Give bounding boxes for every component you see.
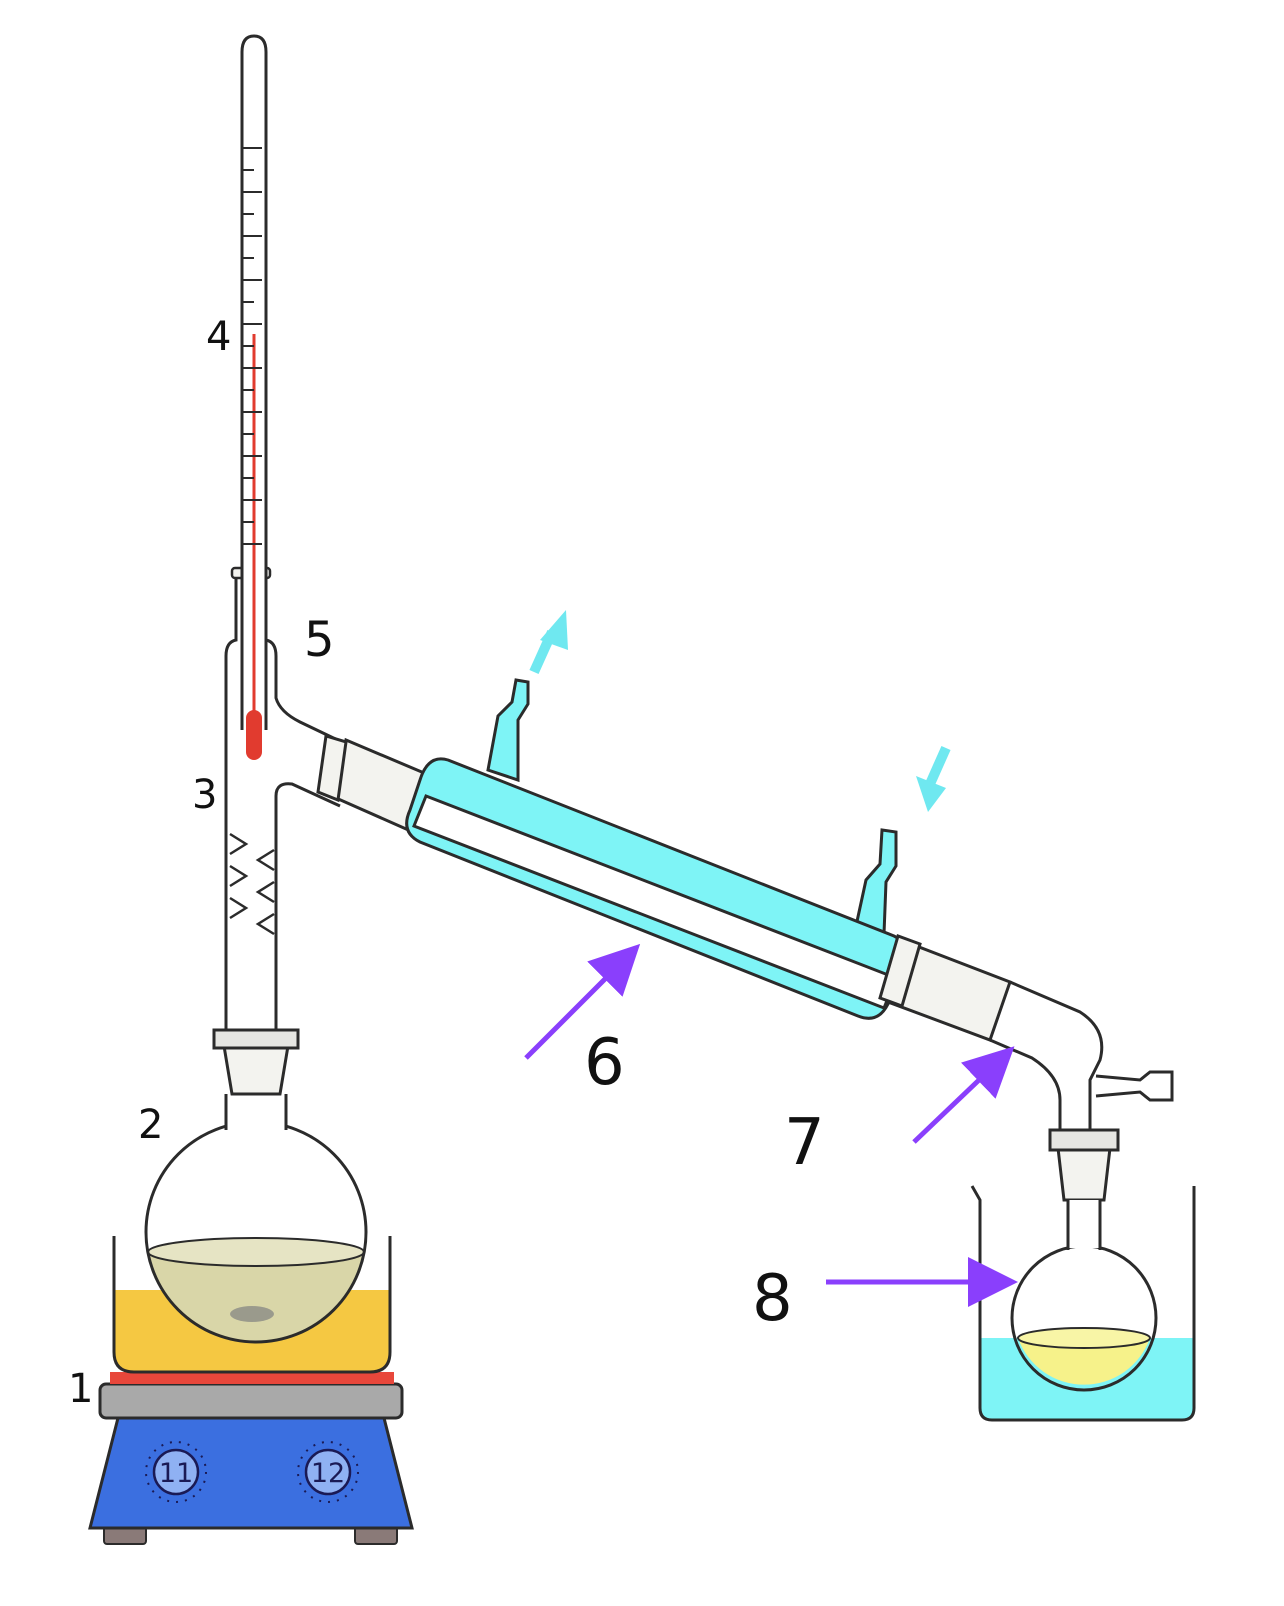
label-vacuum-adapter: 7 [784,1106,825,1180]
label-still-pot: 2 [138,1102,163,1148]
stir-bar [230,1306,274,1322]
heat-knob[interactable]: 11 [145,1441,207,1503]
ice-bath-beaker [970,1185,1196,1422]
heat-knob-label: 11 [159,1458,193,1489]
still-pot-neck [226,1092,286,1128]
thermometer-bulb [246,710,262,760]
pointer-arrow-condenser [524,943,641,1060]
label-still-head: 3 [192,772,217,818]
receiving-flask [1010,1200,1158,1392]
coolant-in-arrow [916,745,951,812]
label-receiving-flask: 8 [752,1262,793,1336]
label-thermometer: 4 [206,314,231,360]
still-pot-flask [144,1028,368,1344]
still-pot-liquid-surface [147,1237,365,1267]
vacuum-adapter [989,980,1174,1202]
vacuum-adapter-joint [1056,1146,1112,1202]
vigreux-indentations [229,832,275,936]
label-thermometer-adapter: 5 [304,612,335,668]
vacuum-adapter-side-arm [1095,1070,1174,1102]
thermometer-graduations [242,147,262,545]
hotplate-plate [98,1382,404,1420]
condenser-inner-tube [412,794,898,1010]
heating-bath-beaker [112,1236,392,1374]
still-head [224,574,347,1030]
condenser-lower-nozzle [854,828,898,936]
thermometer [240,34,268,760]
hotplate: 11 12 [88,1372,414,1545]
still-pot-joint [222,1044,290,1096]
hotplate-body [88,1416,414,1530]
pointer-arrow-vacuum-adapter [912,1046,1015,1144]
stir-knob-label: 12 [311,1458,345,1489]
coolant-out-arrow [529,610,568,675]
stir-knob[interactable]: 12 [297,1441,359,1503]
label-condenser: 6 [584,1026,625,1100]
label-hotplate: 1 [68,1366,93,1412]
condenser [316,678,1012,1042]
still-pot-liquid [148,1252,364,1342]
condenser-upper-nozzle [486,678,530,783]
still-pot-joint-collar [212,1028,300,1050]
vacuum-adapter-collar [1048,1128,1120,1152]
hotplate-heating-surface [110,1372,394,1384]
distillate-surface [1017,1327,1151,1349]
receiving-flask-distillate [1018,1338,1150,1385]
